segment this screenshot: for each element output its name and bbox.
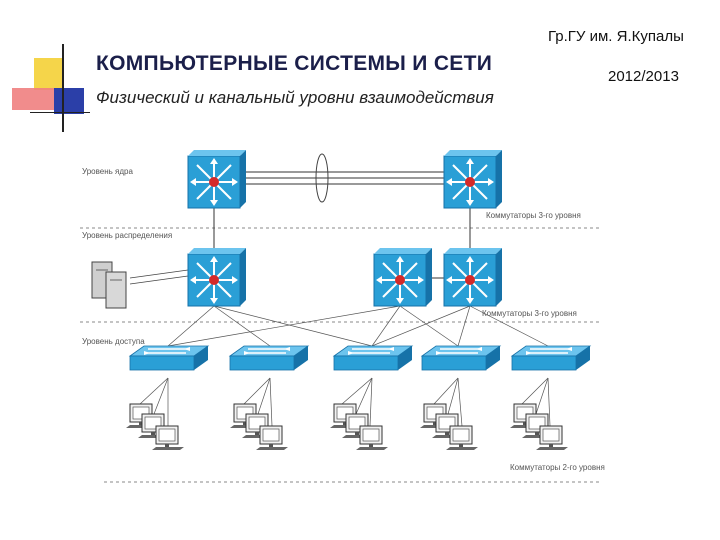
slide-subtitle: Физический и канальный уровни взаимодейс…	[96, 88, 494, 107]
academic-year: 2012/2013	[608, 68, 679, 85]
label-l3-core-switches: Коммутаторы 3-го уровня	[486, 211, 581, 220]
deco-blue-block	[54, 88, 84, 114]
slide-title: КОМПЬЮТЕРНЫЕ СИСТЕМЫ И СЕТИ	[96, 52, 493, 75]
label-l3-distribution-switches: Коммутаторы 3-го уровня	[482, 309, 577, 318]
distribution-switch-right	[443, 247, 503, 307]
label-core-layer: Уровень ядра	[82, 167, 133, 176]
university-name: Гр.ГУ им. Я.Купалы	[548, 28, 684, 45]
label-l2-access-switches: Коммутаторы 2-го уровня	[510, 463, 605, 472]
server-icon	[91, 261, 127, 309]
access-switch-4	[421, 345, 501, 371]
access-switch-1	[129, 345, 209, 371]
core-link-bundle	[240, 171, 446, 185]
deco-horizontal-line	[30, 112, 90, 113]
deco-vertical-line	[62, 44, 64, 132]
core-switch-right	[443, 149, 503, 209]
access-switch-5	[511, 345, 591, 371]
deco-red-block	[12, 88, 56, 110]
dist-to-access-links	[167, 305, 549, 347]
workstation-group-5	[510, 404, 568, 450]
core-switch-left	[187, 149, 247, 209]
access-switch-2	[229, 345, 309, 371]
label-access-layer: Уровень доступа	[82, 337, 145, 346]
distribution-switch-middle	[373, 247, 433, 307]
access-to-pc-links	[139, 377, 551, 427]
server-links	[129, 269, 189, 285]
deco-yellow-block	[34, 58, 64, 90]
distribution-switch-left	[187, 247, 247, 307]
workstation-group-3	[330, 404, 388, 450]
access-switch-3	[333, 345, 413, 371]
link-bundle-ellipse	[315, 153, 329, 203]
label-distribution-layer: Уровень распределения	[82, 231, 172, 240]
